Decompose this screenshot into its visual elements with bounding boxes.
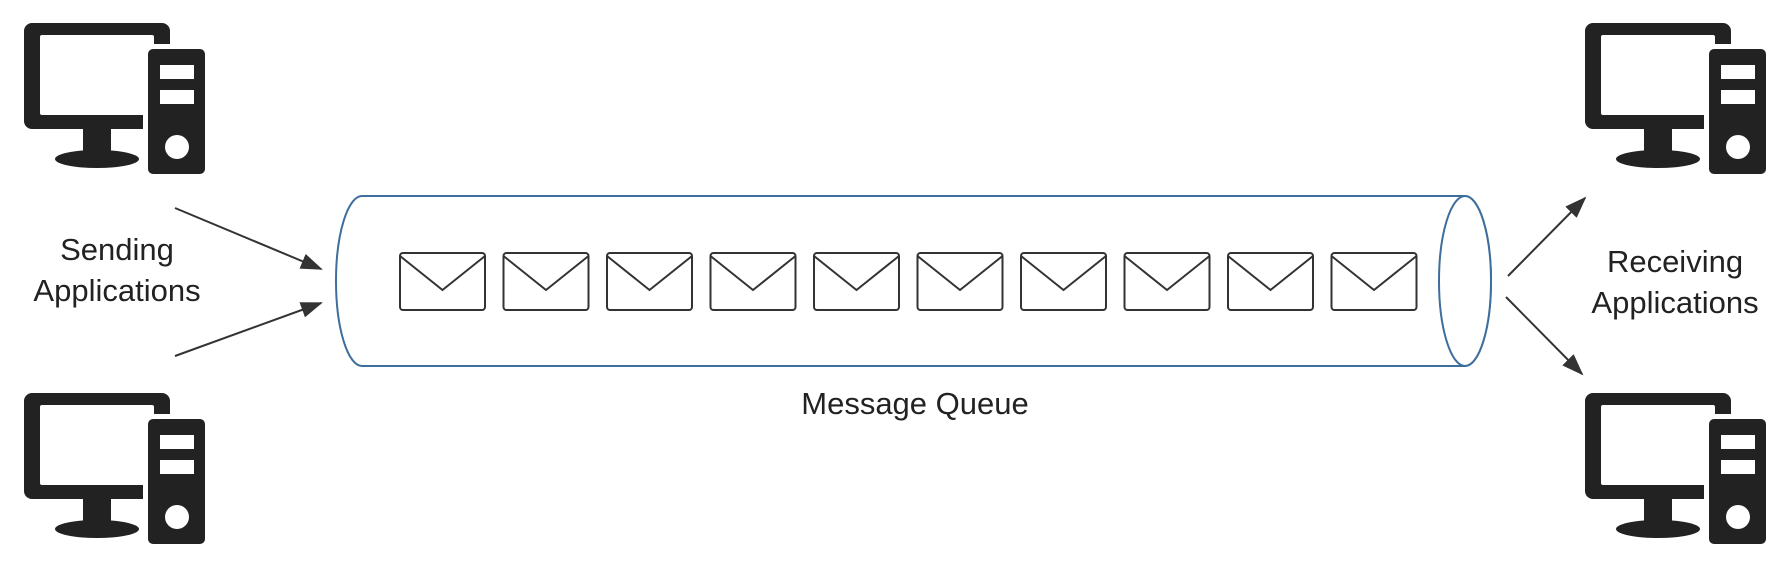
message-queue-label: Message Queue — [760, 383, 1070, 424]
receiving-label-line2: Applications — [1591, 285, 1759, 320]
sending-applications-label: Sending Applications — [17, 229, 217, 311]
queue-tube-end — [1438, 195, 1492, 367]
message-queue-tube — [335, 195, 1492, 367]
receiver-computer-icon-1 — [1585, 23, 1770, 178]
envelope-icon — [1227, 252, 1314, 311]
envelope-icon — [1020, 252, 1107, 311]
receiving-applications-label: Receiving Applications — [1575, 241, 1775, 323]
send-arrow-2 — [174, 302, 323, 357]
sending-label-line1: Sending — [60, 232, 174, 267]
receive-arrow-2 — [1505, 296, 1584, 376]
envelope-icon — [813, 252, 900, 311]
envelope-icon — [709, 252, 797, 311]
send-arrow-1 — [174, 207, 323, 270]
envelope-icon — [1123, 252, 1211, 311]
queue-label-text: Message Queue — [801, 386, 1029, 421]
message-list — [399, 252, 1418, 311]
envelope-icon — [1330, 252, 1418, 311]
receiving-label-line1: Receiving — [1606, 244, 1744, 279]
envelope-icon — [916, 252, 1004, 311]
sender-computer-icon-2 — [24, 393, 209, 548]
envelope-icon — [606, 252, 693, 311]
receiver-computer-icon-2 — [1585, 393, 1770, 548]
sending-label-line2: Applications — [33, 273, 201, 308]
sender-computer-icon-1 — [24, 23, 209, 178]
receive-arrow-1 — [1507, 196, 1587, 277]
envelope-icon — [502, 252, 590, 311]
envelope-icon — [399, 252, 486, 311]
